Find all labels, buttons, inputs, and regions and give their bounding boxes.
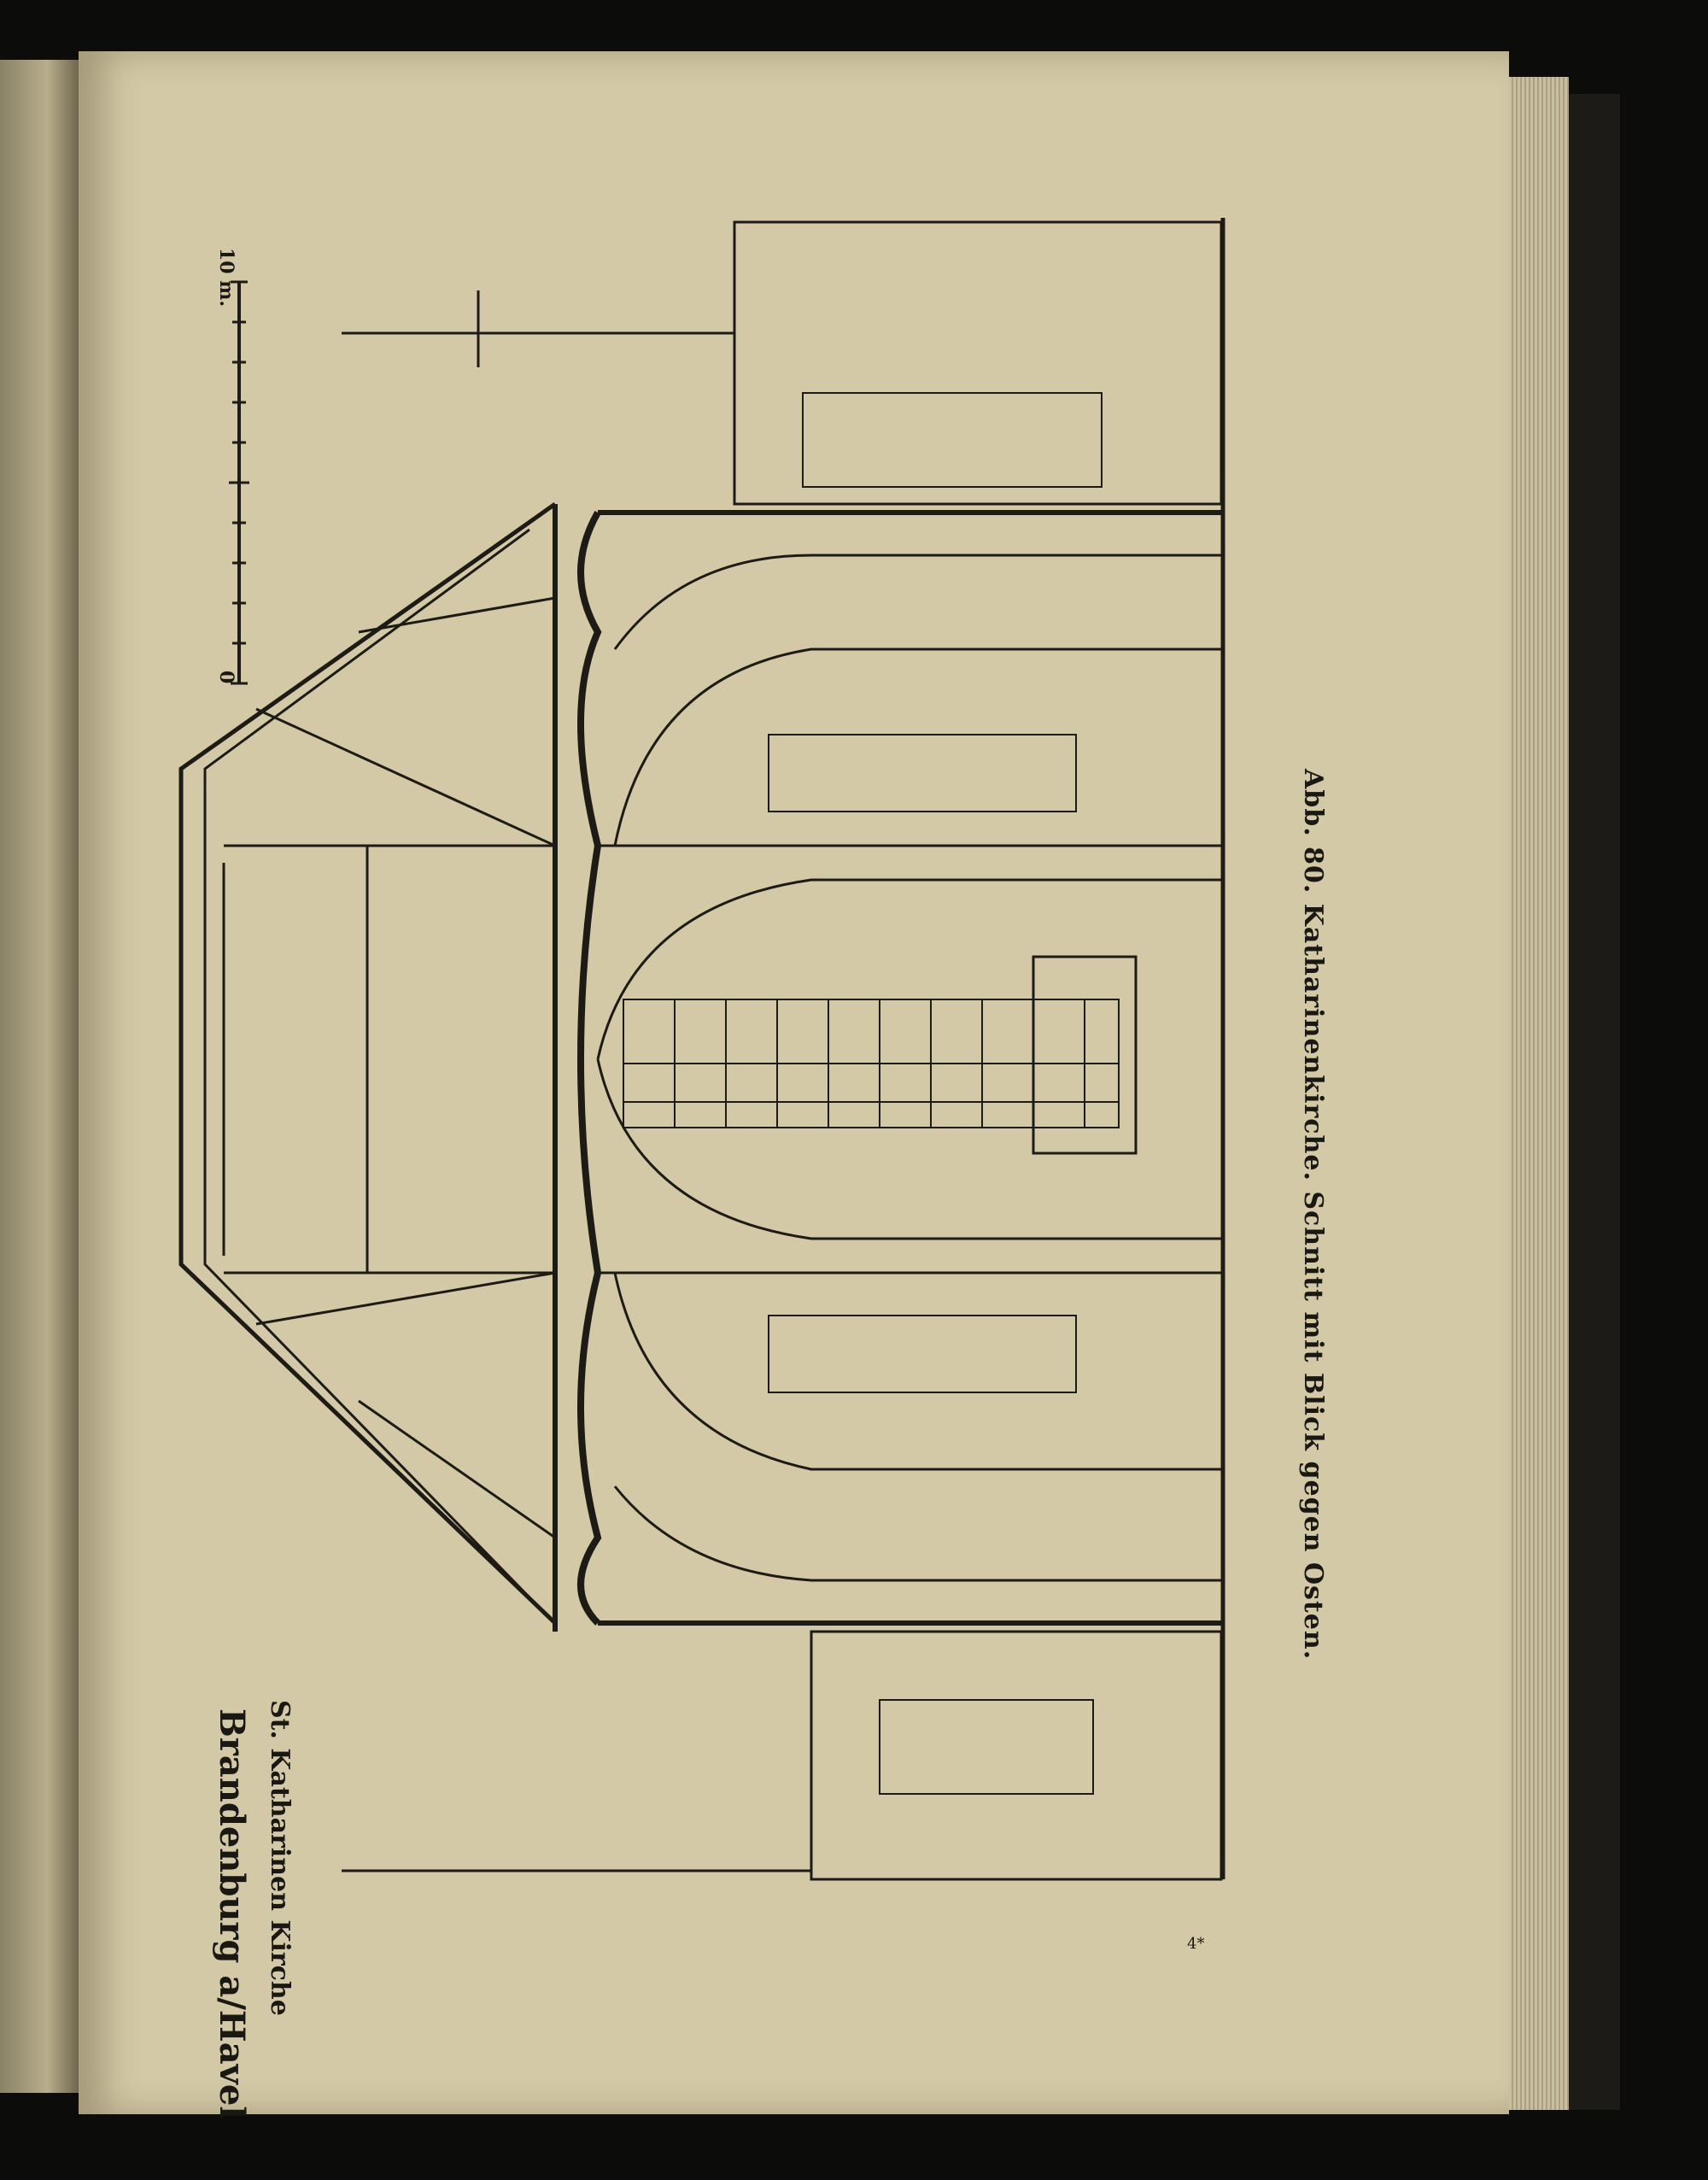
windows (623, 392, 1120, 1795)
scale-end-label: 10 m. (215, 248, 237, 308)
altar (1032, 955, 1138, 1155)
side-chapels (342, 220, 1223, 1881)
book-cover (1569, 94, 1620, 2110)
signature-mark: 4* (1187, 1935, 1205, 1953)
drawing-subtitle: St. Katharinen Kirche (265, 1700, 295, 2016)
scale-bar (229, 280, 249, 685)
book-page (79, 51, 1509, 2114)
page-stack-edge (1509, 77, 1569, 2110)
facing-page-edge (0, 60, 79, 2093)
figure-caption: Abb. 80. Katharinenkirche. Schnitt mit B… (1298, 769, 1328, 1661)
scale-start-label: 0 (215, 671, 237, 684)
drawing-title: Brandenburg a/Havel (212, 1708, 252, 2119)
nave-vaults (577, 510, 1221, 1626)
roof-truss (178, 501, 558, 1632)
